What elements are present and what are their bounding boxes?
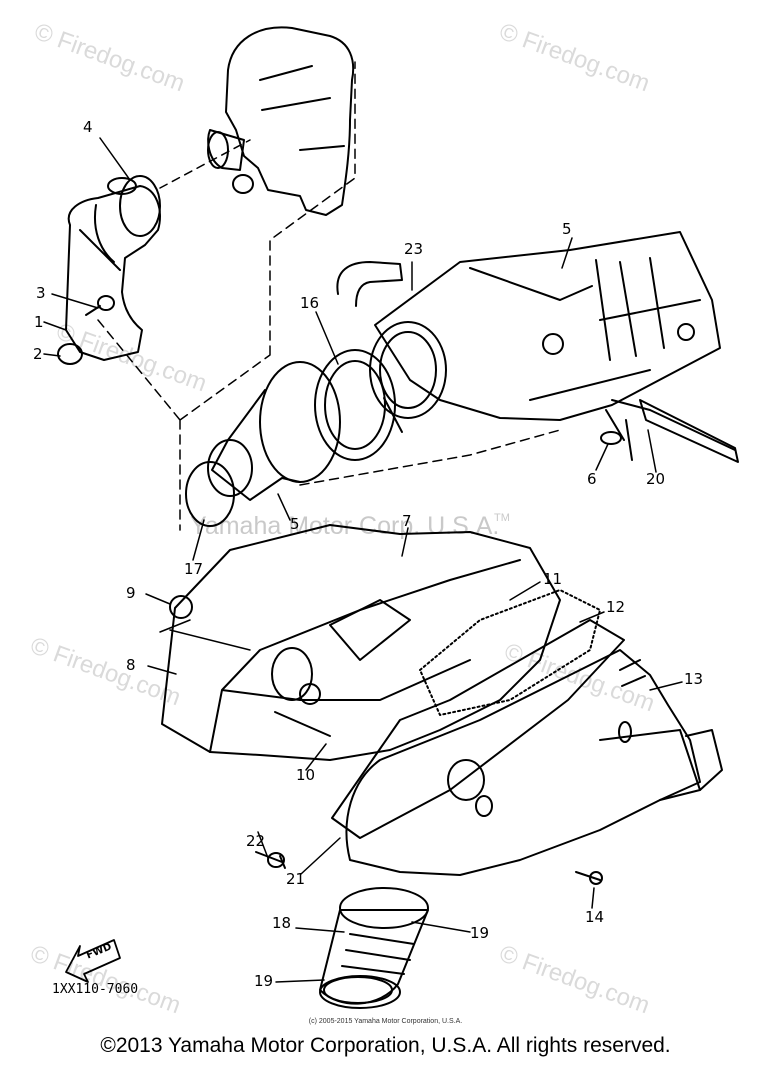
callout-14: 14 <box>585 908 605 926</box>
callout-9: 9 <box>126 584 136 602</box>
screw-outline <box>589 871 603 885</box>
callout-10: 10 <box>296 766 316 784</box>
screw-outline <box>267 852 285 868</box>
small-copyright: (c) 2005-2015 Yamaha Motor Corporation, … <box>308 1018 463 1025</box>
callout-17: 17 <box>184 560 204 578</box>
leader-line <box>97 61 356 531</box>
callout-leaders <box>43 137 683 983</box>
callout-23: 23 <box>404 240 424 258</box>
callout-7: 7 <box>402 512 412 530</box>
callout-22: 22 <box>246 832 266 850</box>
callout-19: 19 <box>254 972 274 990</box>
air-filter-case-outline <box>336 231 721 421</box>
callout-18: 18 <box>272 914 292 932</box>
fwd-arrow-icon <box>65 939 121 983</box>
callout-13: 13 <box>684 670 704 688</box>
copyright-footer: ©2013 Yamaha Motor Corporation, U.S.A. A… <box>100 1034 671 1057</box>
filter-element-outline <box>331 589 625 839</box>
callout-21: 21 <box>286 870 306 888</box>
carburetor-outline <box>207 26 355 216</box>
callout-6: 6 <box>587 470 597 488</box>
cover-outline <box>345 649 723 876</box>
leader-line <box>159 139 251 189</box>
drain-hose-outline <box>605 399 736 461</box>
o-ring-outline <box>169 595 193 619</box>
intake-joint-outline <box>57 175 161 365</box>
callout-19: 19 <box>470 924 490 942</box>
callout-1: 1 <box>34 313 44 331</box>
callout-4: 4 <box>83 118 93 136</box>
callout-16: 16 <box>300 294 320 312</box>
clip-outline <box>600 431 622 445</box>
callout-15: 5 <box>290 515 300 533</box>
leader-line <box>299 429 561 486</box>
air-cleaner-joint-outline <box>185 349 403 527</box>
drain-hose-outline <box>639 399 739 463</box>
center-watermark-tm: TM <box>494 512 510 524</box>
callout-20: 20 <box>646 470 666 488</box>
inlet-joint-outline <box>319 887 429 1009</box>
callout-8: 8 <box>126 656 136 674</box>
screw-outline <box>575 871 601 881</box>
callout-2: 2 <box>33 345 43 363</box>
diagram-code: 1XX110-7060 <box>52 982 139 997</box>
lower-case-outline <box>161 524 561 761</box>
callout-12: 12 <box>606 598 626 616</box>
callout-5: 5 <box>562 220 572 238</box>
callout-11: 11 <box>543 570 563 588</box>
leader-line <box>159 619 251 651</box>
callout-3: 3 <box>36 284 46 302</box>
